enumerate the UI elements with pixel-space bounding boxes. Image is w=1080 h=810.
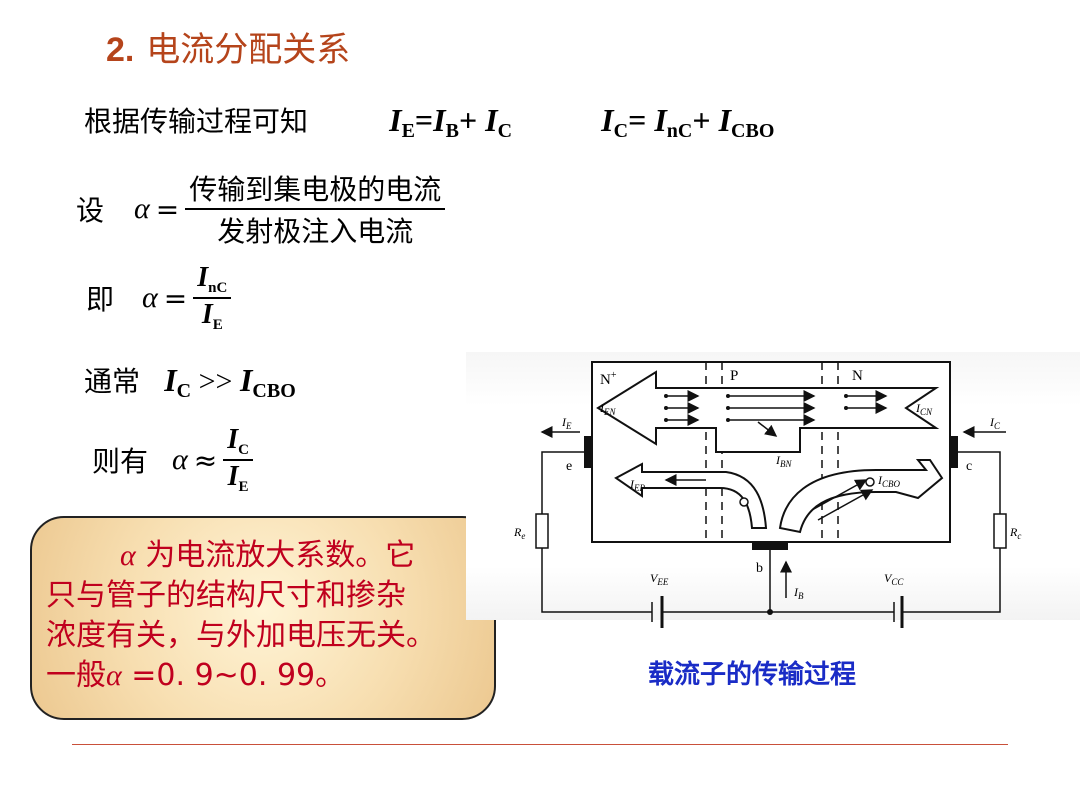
alpha-ratio-inc-ie: 即 α = InC IE — [86, 262, 232, 334]
slide-title: 2. 电流分配关系 — [106, 22, 350, 71]
equation-ie: IE=IB+ IC — [389, 102, 513, 142]
fraction-numerator: 传输到集电极的电流 — [189, 173, 442, 206]
ic-much-greater-icbo: 通常 IC >> ICBO — [84, 362, 296, 402]
transport-relation-line: 根据传输过程可知 IE=IB+ IC IC= InC+ ICBO — [84, 100, 774, 143]
source-vee-label: VEE — [650, 571, 669, 587]
bottom-divider — [72, 744, 1008, 745]
resistor-rc-label: Rc — [1009, 525, 1021, 541]
equation-ic: IC= InC+ ICBO — [601, 102, 775, 142]
electron-flow-arrow — [596, 370, 940, 453]
terminal-e-label: e — [566, 459, 572, 474]
collector-contact — [950, 436, 958, 468]
terminal-b-label: b — [756, 561, 763, 576]
current-ie-label: IE — [561, 415, 572, 431]
alpha-definition: 设 α = 传输到集电极的电流 发射极注入电流 — [76, 168, 446, 250]
hole-flow-arrow-iep — [614, 462, 768, 529]
section-number: 2. — [106, 31, 135, 69]
alpha-note-callout — [30, 516, 496, 720]
alpha-fraction: 传输到集电极的电流 发射极注入电流 — [185, 168, 446, 250]
current-icbo-label: ICBO — [877, 473, 901, 489]
alpha-note-text: α 为电流放大系数。它 只与管子的结构尺寸和掺杂 浓度有关，与外加电压无关。 一… — [46, 538, 436, 693]
alpha-approx-ic-ie: 则有 α ≈ IC IE — [92, 424, 253, 496]
source-vcc-label: VCC — [884, 571, 904, 587]
carrier-transport-diagram: N+ P N IEN ICN IBN IEP ICBO e c b IE — [513, 361, 1021, 628]
transport-text: 根据传输过程可知 — [84, 105, 309, 138]
fraction-denominator: 发射极注入电流 — [217, 215, 414, 248]
current-ibn-label: IBN — [775, 453, 792, 469]
terminal-c-label: c — [966, 459, 972, 474]
current-ic-label: IC — [989, 415, 1001, 431]
current-ib-label: IB — [793, 585, 804, 601]
current-iep-label: IEP — [629, 477, 645, 493]
electron-dot-arrows — [666, 390, 888, 437]
emitter-contact — [584, 436, 592, 468]
region-base-label: P — [730, 368, 738, 384]
base-contact — [752, 542, 788, 550]
resistor-re — [535, 513, 549, 549]
region-emitter-label: N+ — [600, 370, 617, 388]
diagram-caption: 载流子的传输过程 — [648, 660, 857, 690]
section-title: 电流分配关系 — [146, 30, 351, 70]
alpha-symbol: α — [134, 192, 150, 225]
current-ien-label: IEN — [599, 401, 616, 417]
resistor-rc — [993, 513, 1007, 549]
resistor-re-label: Re — [513, 525, 525, 541]
region-collector-label: N — [852, 368, 863, 384]
current-icn-label: ICN — [915, 401, 933, 417]
